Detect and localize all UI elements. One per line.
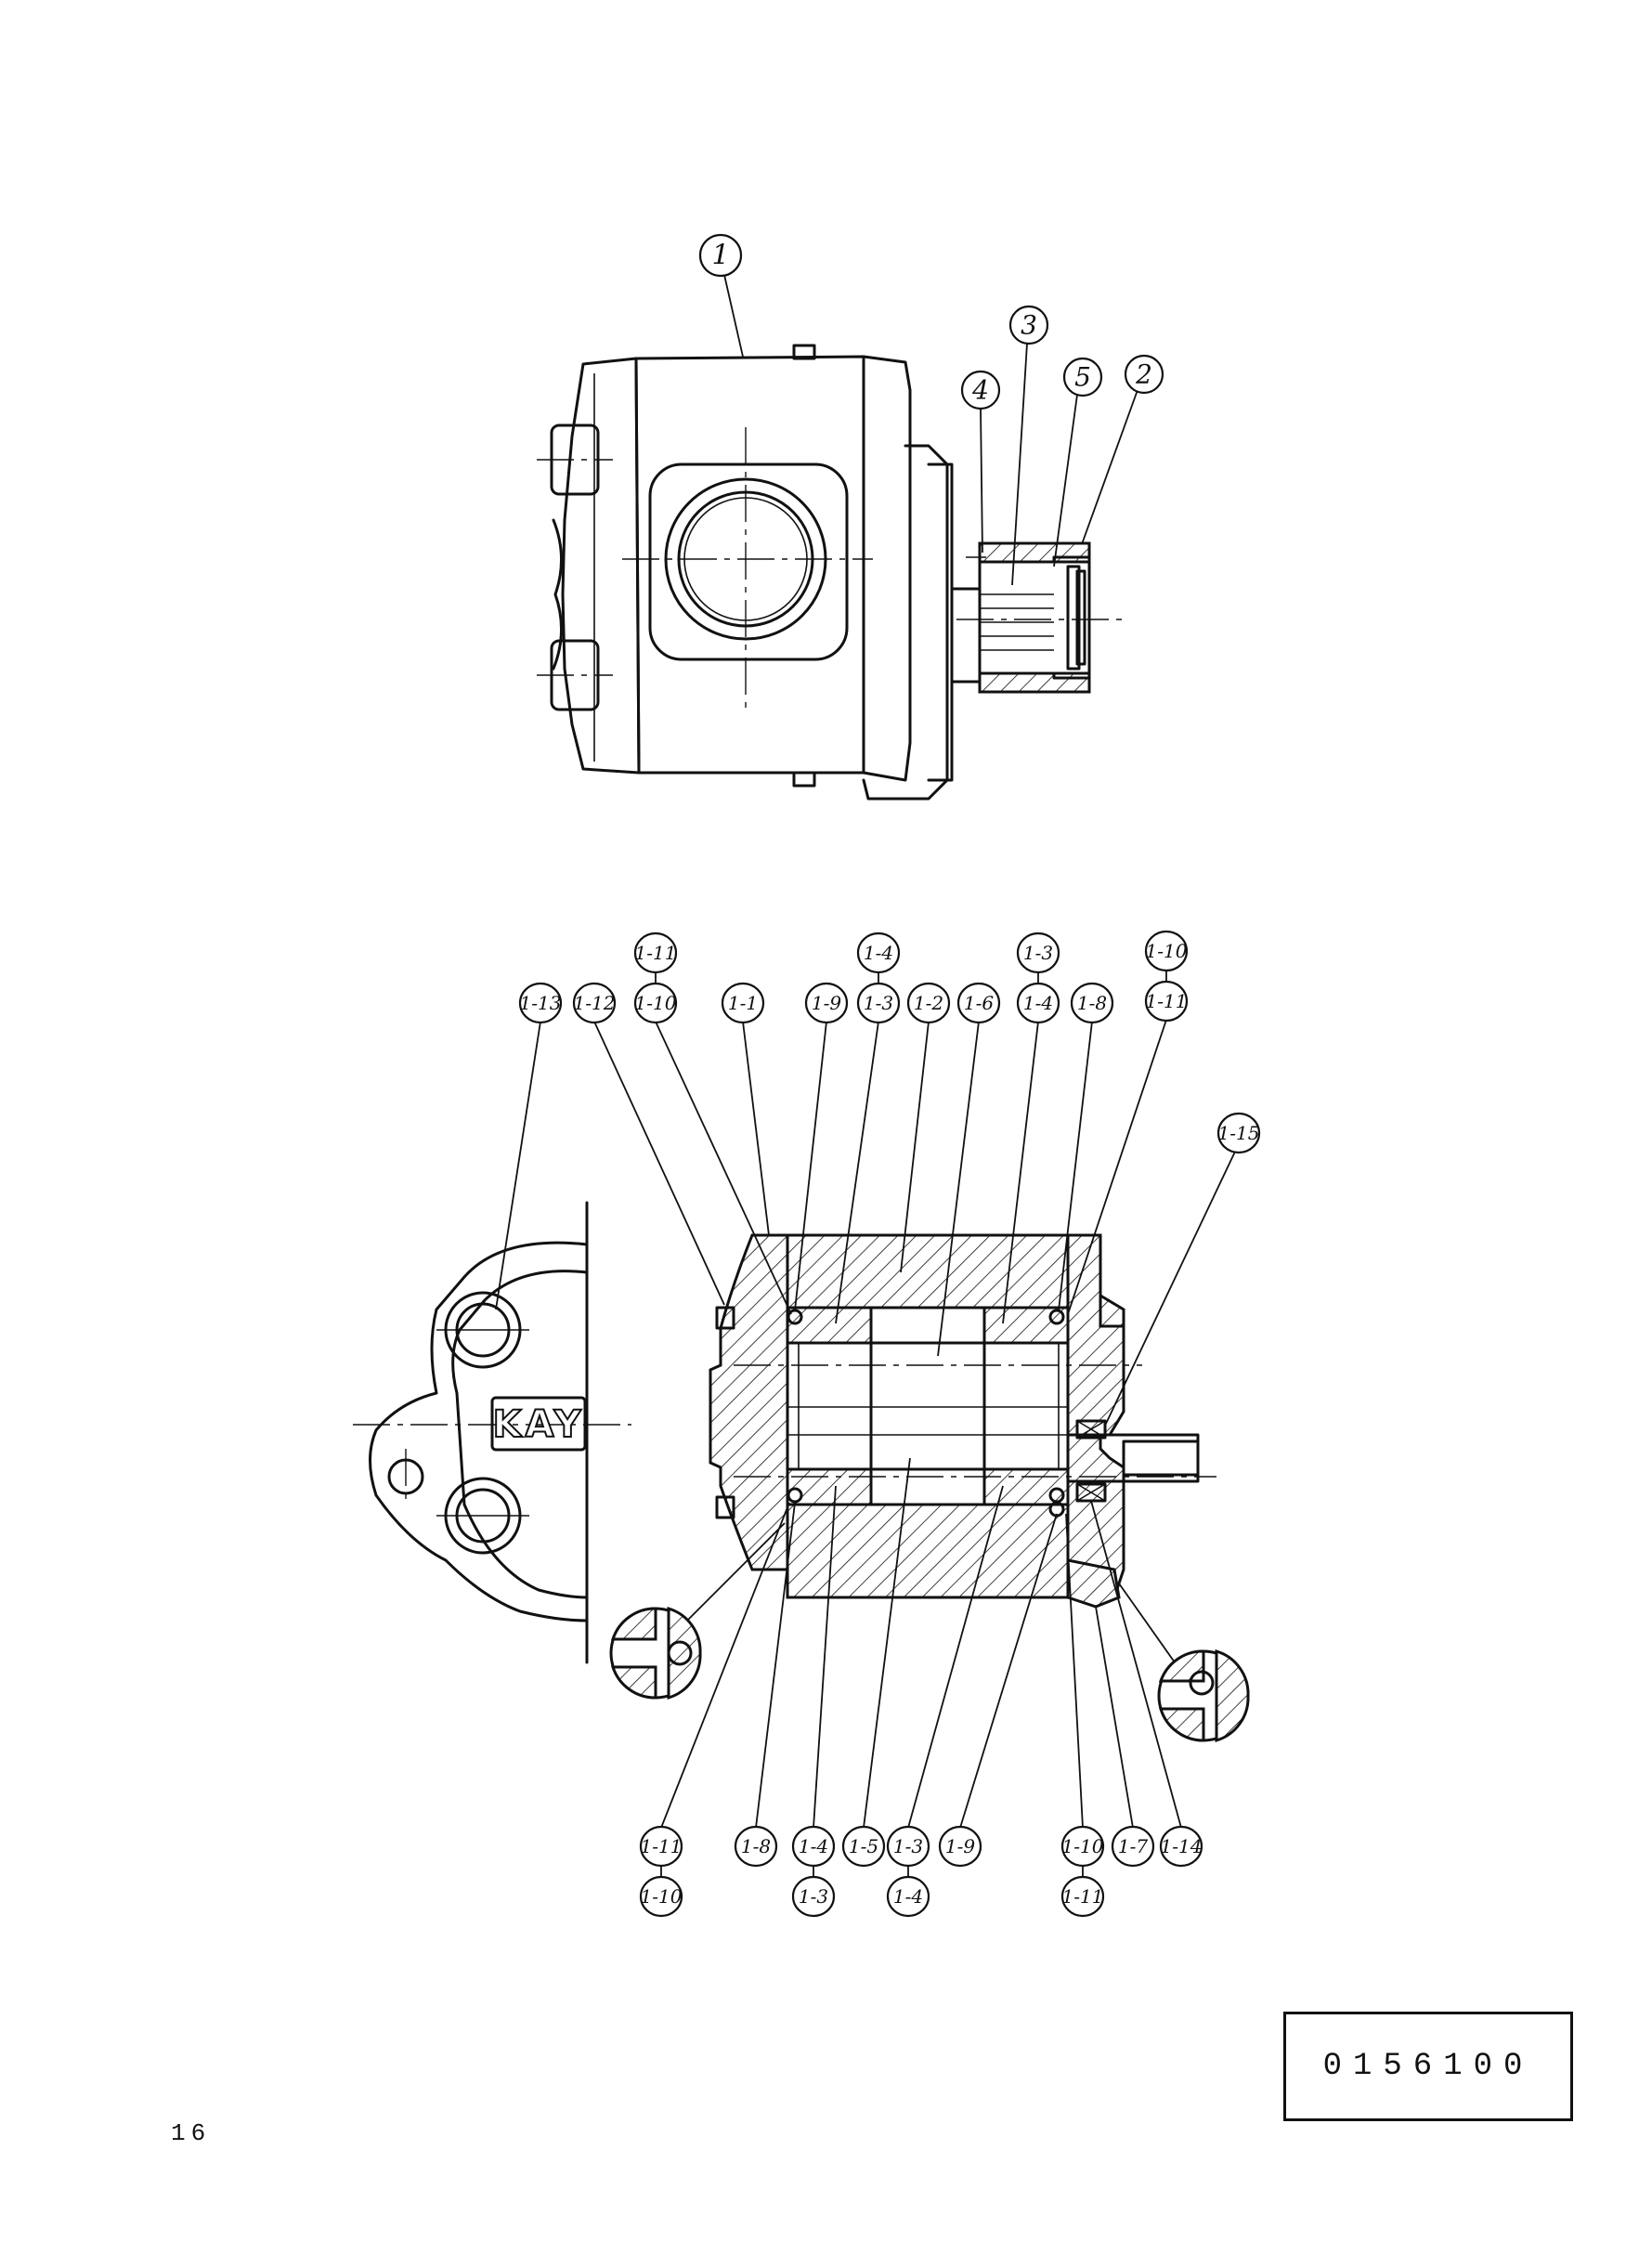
svg-text:1-11: 1-11 <box>1146 990 1188 1012</box>
svg-text:1-9: 1-9 <box>945 1835 975 1857</box>
section-callout-1-3-top: 1-3 1-4 <box>835 932 901 1324</box>
svg-text:1-10: 1-10 <box>1062 1835 1104 1857</box>
section-callout-1-10: 1-10 1-11 <box>633 932 792 1315</box>
svg-text:KAY: KAY <box>492 1403 584 1446</box>
svg-text:1-4: 1-4 <box>864 942 893 964</box>
svg-text:1-15: 1-15 <box>1218 1122 1260 1144</box>
svg-text:1-3: 1-3 <box>864 992 893 1014</box>
section-callout-1-15: 1-15 <box>1104 1112 1261 1427</box>
svg-text:1-3: 1-3 <box>893 1835 923 1857</box>
svg-text:1-12: 1-12 <box>574 992 616 1014</box>
svg-text:1-5: 1-5 <box>849 1835 878 1857</box>
svg-text:1-8: 1-8 <box>741 1835 771 1857</box>
section-callout-1-7: 1-7 <box>1095 1606 1155 1868</box>
svg-text:3: 3 <box>1021 310 1037 341</box>
exterior-callout-3: 3 <box>1008 305 1049 586</box>
svg-text:1: 1 <box>711 240 729 272</box>
section-callout-1-1: 1-1 <box>721 982 770 1236</box>
svg-text:1-4: 1-4 <box>799 1835 828 1857</box>
section-callout-1-12: 1-12 <box>572 982 725 1306</box>
svg-text:1-1: 1-1 <box>728 992 758 1014</box>
svg-text:1-7: 1-7 <box>1118 1835 1148 1857</box>
svg-text:4: 4 <box>971 375 989 406</box>
section-callout-1-4-bottom: 1-4 1-3 <box>791 1485 837 1918</box>
section-callout-1-9: 1-9 <box>794 982 849 1311</box>
svg-text:1-14: 1-14 <box>1161 1835 1203 1857</box>
svg-text:1-9: 1-9 <box>812 992 841 1014</box>
pump-exterior-view <box>537 344 1124 801</box>
exterior-callout-2: 2 <box>1081 354 1164 545</box>
page-number: 16 <box>171 2119 212 2147</box>
drawing-number: 0156100 <box>1322 2049 1534 2084</box>
svg-text:1-11: 1-11 <box>641 1835 683 1857</box>
section-callout-1-8-top: 1-8 <box>1058 982 1114 1311</box>
section-callout-1-14: 1-14 <box>1090 1500 1203 1868</box>
svg-text:1-3: 1-3 <box>799 1885 828 1908</box>
section-callout-1-3-bottom: 1-3 1-4 <box>886 1485 1004 1918</box>
svg-text:1-10: 1-10 <box>1146 940 1188 962</box>
section-callout-1-13: 1-13 <box>495 982 563 1310</box>
svg-text:5: 5 <box>1074 362 1091 393</box>
section-callout-1-11-top: 1-11 1-10 <box>1067 930 1189 1315</box>
exterior-callout-4: 4 <box>960 370 1001 554</box>
svg-text:1-3: 1-3 <box>1023 942 1053 964</box>
exterior-callout-1: 1 <box>698 233 744 358</box>
section-callout-1-4-top: 1-4 1-3 <box>1002 932 1060 1324</box>
section-callout-1-6: 1-6 <box>937 982 1001 1357</box>
svg-text:1-11: 1-11 <box>635 942 677 964</box>
section-callout-1-5: 1-5 <box>841 1457 911 1868</box>
svg-text:1-10: 1-10 <box>641 1885 683 1908</box>
section-callout-1-11-bottom: 1-11 1-10 <box>639 1502 790 1918</box>
svg-text:1-4: 1-4 <box>1023 992 1053 1014</box>
section-callout-1-9-bottom: 1-9 <box>938 1513 1058 1868</box>
svg-text:1-6: 1-6 <box>964 992 994 1014</box>
pump-section-view: KAY <box>353 1201 1250 1743</box>
exterior-callout-5: 5 <box>1053 357 1103 567</box>
svg-text:1-2: 1-2 <box>914 992 943 1014</box>
section-callout-1-10-bottom: 1-10 1-11 <box>1060 1513 1105 1918</box>
svg-text:1-13: 1-13 <box>520 992 562 1014</box>
section-callout-1-8-bottom: 1-8 <box>734 1502 796 1868</box>
svg-text:1-8: 1-8 <box>1077 992 1107 1014</box>
svg-text:2: 2 <box>1135 359 1152 390</box>
section-callout-1-2: 1-2 <box>900 982 951 1273</box>
svg-text:1-4: 1-4 <box>893 1885 923 1908</box>
svg-text:1-10: 1-10 <box>635 992 677 1014</box>
svg-text:1-11: 1-11 <box>1062 1885 1104 1908</box>
drawing-number-box: 0156100 <box>1283 2012 1573 2121</box>
